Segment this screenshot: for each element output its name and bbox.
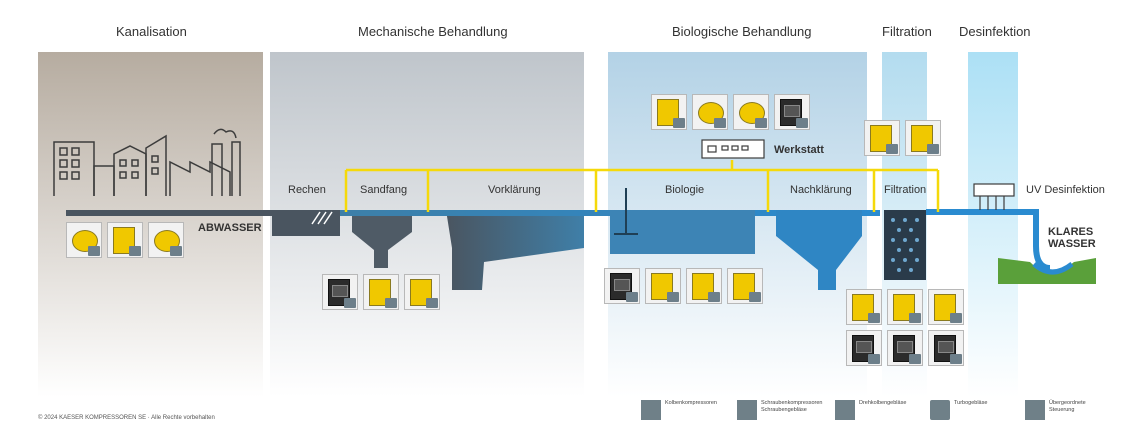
product-thumb-filt-grid-6[interactable]	[928, 330, 964, 366]
stage-title-kanalisation: Kanalisation	[116, 24, 187, 39]
werkstatt-device-icon	[701, 139, 765, 159]
uv-lamp-icon	[973, 183, 1015, 210]
desinfektion-panel	[968, 52, 1018, 397]
product-thumb-werkstatt-1[interactable]	[651, 94, 687, 130]
product-thumb-bio-blower-3[interactable]	[727, 268, 763, 304]
label-sandfang: Sandfang	[360, 184, 408, 196]
turbo-blower-icon	[930, 400, 950, 420]
legend-controller-line1: Übergeordnete	[1049, 400, 1086, 406]
product-thumb-filtration-1[interactable]	[864, 120, 900, 156]
legend-piston: Kolbenkompressoren	[665, 400, 717, 406]
product-thumb-generator[interactable]	[148, 222, 184, 258]
label-uv-desinfektion: UV Desinfektion	[1026, 184, 1105, 196]
product-thumb-werkstatt-2[interactable]	[692, 94, 728, 130]
master-controller-icon	[1025, 400, 1045, 420]
stage-title-filtration: Filtration	[882, 24, 932, 39]
product-thumb-screw-compressor[interactable]	[404, 274, 440, 310]
product-thumb-filtration-2[interactable]	[905, 120, 941, 156]
label-nachklaerung: Nachklärung	[790, 184, 852, 196]
screw-compressor-blower-icon	[737, 400, 757, 420]
legend-screw-line2: Schraubengebläse	[761, 407, 807, 413]
label-klares-wasser-2: WASSER	[1048, 238, 1096, 250]
label-klares-wasser-1: KLARES	[1048, 226, 1094, 238]
biologie-basin	[610, 210, 755, 254]
label-werkstatt: Werkstatt	[774, 144, 824, 156]
mixer-icon	[614, 188, 638, 235]
rotary-lobe-blower-icon	[835, 400, 855, 420]
product-thumb-filt-grid-2[interactable]	[887, 289, 923, 325]
product-thumb-werkstatt-3[interactable]	[733, 94, 769, 130]
product-thumb-controller[interactable]	[322, 274, 358, 310]
stage-title-mechanische: Mechanische Behandlung	[358, 24, 508, 39]
label-filtration: Filtration	[884, 184, 927, 196]
product-thumb-werkstatt-4[interactable]	[774, 94, 810, 130]
product-thumb-bio-blower-1[interactable]	[645, 268, 681, 304]
label-biologie: Biologie	[665, 184, 705, 196]
stage-title-biologische: Biologische Behandlung	[672, 24, 812, 39]
legend-screw-line1: Schraubenkompressoren	[761, 400, 823, 406]
product-thumb-filt-grid-5[interactable]	[887, 330, 923, 366]
product-thumb-mobile-compressor[interactable]	[66, 222, 102, 258]
copyright-text: © 2024 KAESER KOMPRESSOREN SE · Alle Rec…	[38, 415, 215, 421]
label-vorklaerung: Vorklärung	[488, 184, 541, 196]
sandfang-basin	[352, 210, 412, 268]
air-distribution-lines	[344, 160, 940, 212]
outflow-pipe	[926, 209, 1051, 271]
city-skyline-icon	[53, 128, 241, 196]
product-thumb-filt-grid-3[interactable]	[928, 289, 964, 325]
product-thumb-bio-blower-2[interactable]	[686, 268, 722, 304]
sewer-channel	[66, 210, 286, 216]
legend-rotary: Drehkolbengebläse	[859, 400, 907, 406]
product-thumb-screw-blower[interactable]	[363, 274, 399, 310]
legend-controller-line2: Steuerung	[1049, 407, 1075, 413]
label-rechen: Rechen	[288, 184, 326, 196]
product-thumb-bio-controller[interactable]	[604, 268, 640, 304]
vorklaerung-basin	[446, 210, 584, 290]
nachklaerung-basin	[776, 210, 862, 290]
stage-title-desinfektion: Desinfektion	[959, 24, 1031, 39]
product-thumb-filt-grid-4[interactable]	[846, 330, 882, 366]
piston-compressor-icon	[641, 400, 661, 420]
product-thumb-mobile-unit[interactable]	[107, 222, 143, 258]
legend-turbo: Turbogebläse	[954, 400, 988, 406]
product-thumb-filt-grid-1[interactable]	[846, 289, 882, 325]
label-abwasser: ABWASSER	[198, 222, 262, 234]
rechen-basin	[272, 210, 340, 236]
